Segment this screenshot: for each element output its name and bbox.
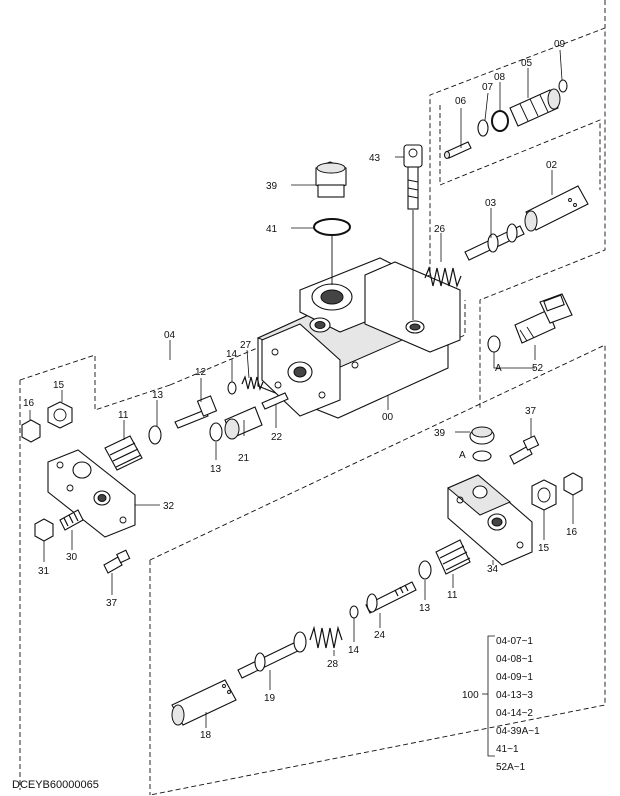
o-ring-13-b <box>209 422 223 442</box>
callout-ref-a-bottom: A <box>459 450 466 461</box>
ring-08 <box>491 110 509 132</box>
plug-39-right <box>469 426 495 445</box>
kit-item: 04-09~1 <box>496 672 533 683</box>
spring-27 <box>241 375 264 391</box>
o-ring-41 <box>313 218 351 236</box>
callout-52: 52 <box>532 363 544 374</box>
sleeve-18 <box>171 679 237 726</box>
nut-15-left <box>47 401 73 429</box>
callout-16-left: 16 <box>23 398 35 409</box>
o-ring-13-c <box>418 560 432 580</box>
screw-37-right <box>509 435 540 465</box>
spool-03 <box>464 223 525 261</box>
kit-item: 04-08~1 <box>496 654 533 665</box>
kit-item: 04-13~3 <box>496 690 533 701</box>
assembly-boundary-lines <box>19 0 606 796</box>
callout-13-left: 13 <box>152 390 164 401</box>
piston-21 <box>224 406 263 440</box>
callout-39-right: 39 <box>434 428 446 439</box>
sensor-52 <box>514 293 573 344</box>
cover-34 <box>447 474 533 566</box>
bolt-43 <box>403 144 423 320</box>
cap-16-right <box>563 472 583 496</box>
callout-11-right: 11 <box>447 590 458 601</box>
callout-03: 03 <box>485 198 497 209</box>
callout-31: 31 <box>38 566 50 577</box>
callout-12: 12 <box>195 367 207 378</box>
spool-05 <box>509 88 561 127</box>
drawing-code: DCEYB60000065 <box>12 779 99 791</box>
callout-05: 05 <box>521 58 533 69</box>
callout-labels: 43 39 41 06 07 08 05 09 02 03 26 52 A 04… <box>23 39 578 741</box>
o-ring-52a <box>487 335 501 353</box>
callout-37-left: 37 <box>106 598 118 609</box>
nut-15-right <box>531 479 557 511</box>
callout-07: 07 <box>482 82 494 93</box>
callout-14-left: 14 <box>226 349 238 360</box>
screw-37-left <box>103 549 131 574</box>
callout-41: 41 <box>266 224 278 235</box>
kit-item: 04-14~2 <box>496 708 533 719</box>
nut-31 <box>34 518 54 542</box>
set-screw-30 <box>59 509 84 531</box>
kit-item: 04-07~1 <box>496 636 533 647</box>
o-ring-39a <box>472 450 492 462</box>
ring-09 <box>558 79 568 93</box>
callout-00: 00 <box>382 412 394 423</box>
spring-28 <box>309 625 343 649</box>
callout-34: 34 <box>487 564 499 575</box>
adjuster-11-right <box>435 539 471 575</box>
callout-ref-a-top: A <box>495 363 502 374</box>
kit-item: 04-39A~1 <box>496 726 540 737</box>
spool-24 <box>365 581 417 614</box>
callout-02: 02 <box>546 160 558 171</box>
kit-item: 41~1 <box>496 744 519 755</box>
callout-18: 18 <box>200 730 212 741</box>
callout-16-right: 16 <box>566 527 578 538</box>
sleeve-02 <box>524 185 589 232</box>
plunger-12 <box>174 395 218 429</box>
pin-06 <box>444 141 472 159</box>
callout-15-right: 15 <box>538 543 550 554</box>
pin-22 <box>261 392 289 410</box>
spring-26 <box>424 265 462 289</box>
callout-26: 26 <box>434 224 446 235</box>
o-ring-13-a <box>148 425 162 445</box>
callout-37-right: 37 <box>525 406 537 417</box>
o-ring-14-right <box>349 605 359 619</box>
callout-28: 28 <box>327 659 339 670</box>
callout-43: 43 <box>369 153 381 164</box>
kit-list: 100 04-07~1 04-08~1 04-09~1 04-13~3 04-1… <box>462 636 540 773</box>
adjuster-11-left <box>104 435 143 471</box>
callout-27: 27 <box>240 340 252 351</box>
callout-04: 04 <box>164 330 176 341</box>
callout-15-left: 15 <box>53 380 65 391</box>
callout-13-mid: 13 <box>210 464 222 475</box>
cap-16-left <box>21 419 41 443</box>
callout-30: 30 <box>66 552 78 563</box>
callout-19: 19 <box>264 693 276 704</box>
callout-24: 24 <box>374 630 386 641</box>
o-ring-14-left <box>227 381 237 395</box>
kit-label: 100 <box>462 690 479 701</box>
callout-06: 06 <box>455 96 467 107</box>
cover-32 <box>47 449 136 538</box>
callout-22: 22 <box>271 432 283 443</box>
callout-13-right: 13 <box>419 603 431 614</box>
kit-item: 52A~1 <box>496 762 526 773</box>
callout-09: 09 <box>554 39 566 50</box>
callout-39-top: 39 <box>266 181 278 192</box>
callout-32: 32 <box>163 501 175 512</box>
callout-21: 21 <box>238 453 250 464</box>
callout-08: 08 <box>494 72 506 83</box>
leader-lines <box>29 49 574 757</box>
callout-11-left: 11 <box>118 410 129 421</box>
spool-19 <box>237 631 307 679</box>
callout-14-right: 14 <box>348 645 360 656</box>
valve-body-00 <box>256 257 461 419</box>
plug-39 <box>315 161 347 198</box>
o-ring-07 <box>477 119 489 137</box>
